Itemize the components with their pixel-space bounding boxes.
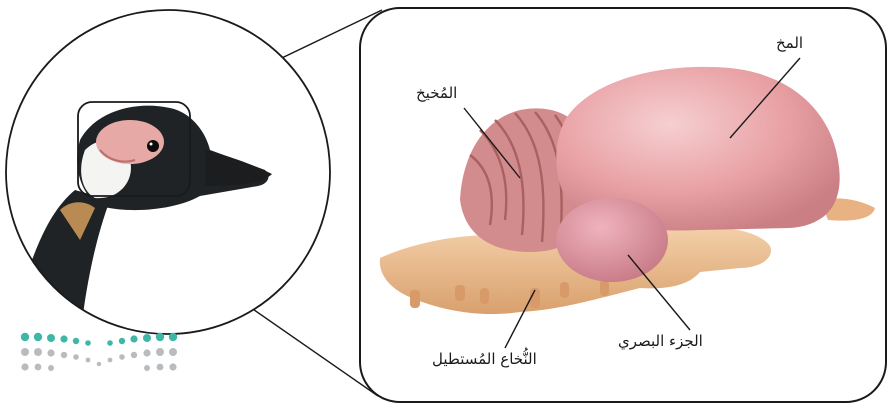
label-medulla-oblongata: النُّخاع المُستطيل xyxy=(432,350,537,368)
goose-head-inset xyxy=(6,10,330,340)
optic-lobe-shape xyxy=(556,198,668,282)
label-cerebellum: المُخيخ xyxy=(416,84,457,102)
ministry-dots-logo xyxy=(21,333,177,371)
goose-eye xyxy=(147,140,159,152)
label-optic-lobe: الجزء البصري xyxy=(618,332,703,350)
label-cerebrum: المخ xyxy=(776,34,803,52)
